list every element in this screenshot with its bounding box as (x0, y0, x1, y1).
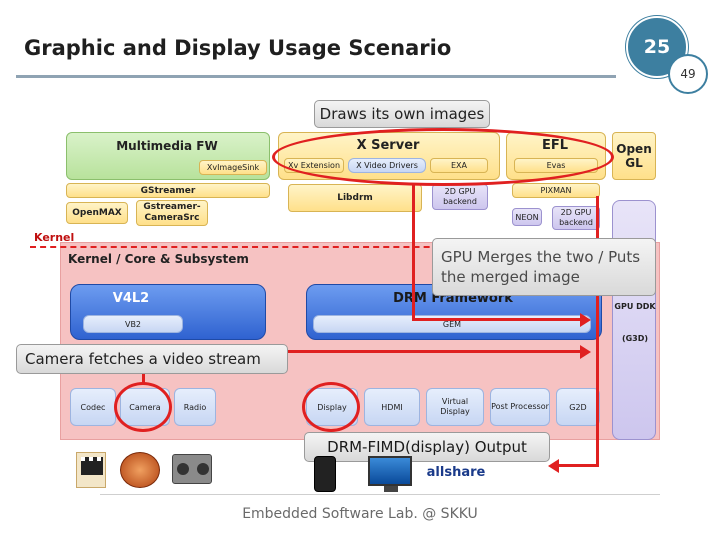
callout-gpu-merges: GPU Merges the two / Puts the merged ima… (432, 238, 656, 296)
path-xserver-to-drm (412, 318, 582, 321)
footer-rule (100, 494, 660, 495)
highlight-display (302, 382, 360, 432)
device-post-processor: Post Processor (490, 388, 550, 426)
boombox-icon (172, 454, 212, 484)
openmax-box: OpenMAX (66, 202, 128, 224)
callout-camera-fetches: Camera fetches a video stream (16, 344, 288, 374)
allshare-logo: allshare (426, 464, 486, 480)
libdrm-box: Libdrm (288, 184, 422, 212)
gpu-backend-2d-b-box: 2D GPU backend (552, 206, 600, 230)
highlight-camera (114, 382, 172, 432)
kernel-label: Kernel (34, 230, 75, 244)
title-underline (16, 75, 616, 78)
neon-box: NEON (512, 208, 542, 226)
gstreamer-box: GStreamer (66, 183, 270, 198)
arrow-camera-to-drm (580, 345, 591, 359)
v4l2-box: V4L2 VB2 (70, 284, 266, 340)
monitor-icon (368, 456, 412, 486)
highlight-x-server (272, 128, 614, 186)
gpu-ddk-label: GPU DDK (614, 301, 656, 311)
path-gpu-right (596, 196, 599, 466)
path-xserver-down (412, 184, 415, 320)
kernel-divider (30, 246, 470, 248)
multimedia-fw-label: Multimedia FW (116, 139, 218, 153)
movie-clapper-icon (76, 452, 106, 488)
drm-framework-box: DRM Framework GEM (306, 284, 602, 340)
xvimagesink-box: XvImageSink (199, 160, 267, 175)
pixman-box: PIXMAN (512, 183, 600, 198)
gstreamer-camerasrc-box: Gstreamer-CameraSrc (136, 200, 208, 226)
v4l2-label: V4L2 (112, 290, 150, 306)
multimedia-fw-box: Multimedia FW XvImageSink (66, 132, 270, 180)
kernel-core-label: Kernel / Core & Subsystem (68, 252, 249, 266)
device-g2d: G2D (556, 388, 600, 426)
callout-draws-own-images: Draws its own images (314, 100, 490, 128)
path-gpu-bottom (556, 464, 599, 467)
arrow-xserver-to-drm (580, 313, 591, 327)
device-hdmi: HDMI (364, 388, 420, 426)
slide-total-badge: 49 (668, 54, 708, 94)
path-camera-to-drm (142, 350, 582, 353)
monitor-stand (384, 486, 398, 492)
opengl-box: Open GL (612, 132, 656, 180)
g3d-label: (G3D) (621, 333, 649, 343)
device-codec: Codec (70, 388, 116, 426)
callout-drm-output: DRM-FIMD(display) Output (304, 432, 550, 462)
vb2-box: VB2 (83, 315, 183, 333)
phone-icon (314, 456, 336, 492)
camera-app-icon (120, 452, 160, 488)
device-radio: Radio (174, 388, 216, 426)
device-virtual-display: Virtual Display (426, 388, 484, 426)
footer-text: Embedded Software Lab. @ SKKU (242, 506, 478, 522)
gpu-backend-2d-box: 2D GPU backend (432, 184, 488, 210)
arrow-gpu-to-output (548, 459, 559, 473)
gpu-ddk-box: GPU DDK (G3D) (612, 200, 656, 440)
slide-title: Graphic and Display Usage Scenario (24, 36, 452, 60)
